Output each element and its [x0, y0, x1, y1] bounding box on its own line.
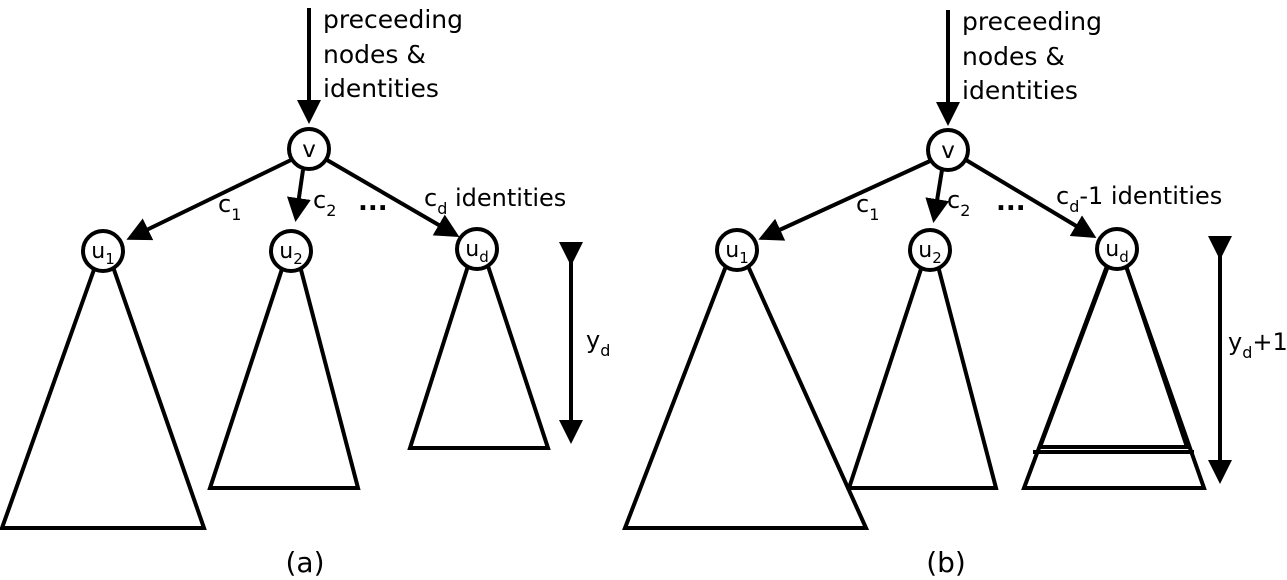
caption-b: (b) [926, 546, 966, 579]
panel-a [0, 8, 583, 530]
panel-a-labels: preceeding nodes & identities v u1 u2 ud… [91, 5, 610, 579]
edge-v-ud [325, 158, 460, 238]
node-u2-label: u2 [918, 238, 942, 267]
edge-label-c2: c2 [313, 186, 336, 220]
edge-label-c1: c1 [218, 190, 241, 224]
caption-a: (a) [285, 546, 324, 579]
subtree-u1 [622, 264, 870, 530]
panel-b [622, 10, 1232, 530]
node-u2 [269, 229, 313, 273]
edge-v-u1 [758, 159, 931, 241]
node-u1 [715, 228, 759, 272]
edge-label-cd: cd identities [424, 184, 566, 218]
edge-v-u2 [287, 169, 311, 222]
node-u1-label: u1 [91, 239, 115, 268]
ellipsis: ... [996, 187, 1026, 217]
subtree-u2 [846, 264, 999, 490]
root-label: v [941, 138, 955, 164]
subtree-ud [407, 264, 551, 450]
ellipsis: ... [358, 187, 388, 217]
node-ud-label: ud [1105, 237, 1128, 266]
node-ud [455, 227, 499, 271]
subtree-u2 [207, 264, 361, 490]
subtree-ud-inner [1037, 264, 1190, 449]
incoming-label-line-3: identities [962, 76, 1078, 105]
node-v [926, 128, 970, 172]
edge-v-u2 [925, 169, 950, 223]
edge-label-c2: c2 [947, 186, 970, 220]
height-label: yd [586, 326, 610, 360]
subtree-ud-outer [1021, 264, 1207, 490]
node-u1-label: u1 [725, 238, 749, 267]
node-u1 [81, 229, 125, 273]
node-ud [1095, 227, 1139, 271]
edge-label-cd: cd-1 identities [1056, 182, 1222, 216]
root-label: v [302, 137, 316, 163]
node-u2-label: u2 [279, 239, 303, 268]
node-ud-label: ud [465, 237, 488, 266]
incoming-label-line-3: identities [323, 74, 439, 103]
panel-b-labels: preceeding nodes & identities v u1 u2 ud… [725, 7, 1287, 579]
edge-v-u1 [126, 158, 292, 241]
node-v [287, 127, 331, 171]
incoming-label-line-2: nodes & [962, 42, 1065, 71]
subtree-u1 [0, 262, 207, 530]
node-u2 [908, 228, 952, 272]
incoming-label-line-1: preceeding [962, 7, 1102, 36]
edge-v-ud [964, 158, 1097, 239]
incoming-label-line-1: preceeding [323, 5, 463, 34]
edge-label-c1: c1 [856, 190, 879, 224]
height-label: yd+1 [1228, 328, 1287, 362]
incoming-label-line-2: nodes & [323, 40, 426, 69]
